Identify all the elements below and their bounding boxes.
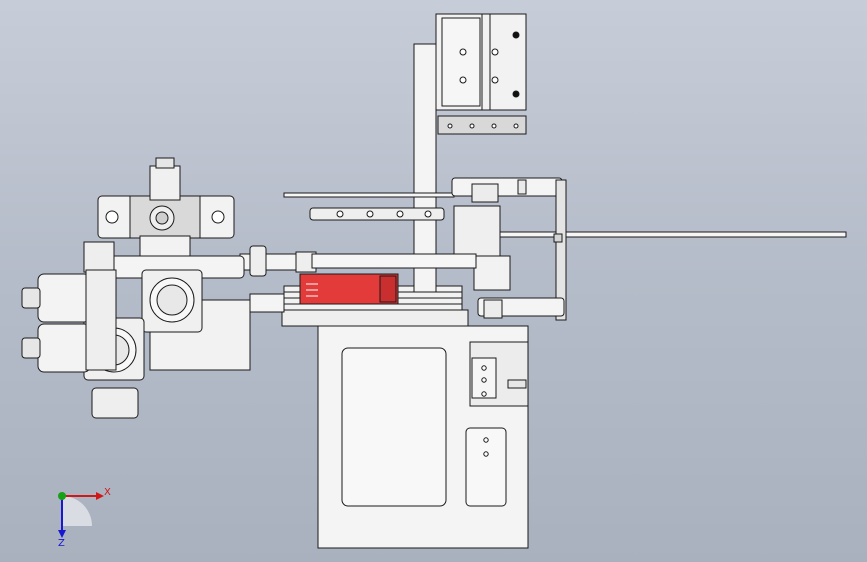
- red-slide-block: [299, 273, 399, 305]
- z-axis-label: Z: [58, 538, 65, 549]
- coordinate-triad: X Z: [58, 487, 111, 549]
- top-cylinder-block: [435, 13, 527, 135]
- side-bracket: [451, 177, 567, 321]
- guide-rods: [283, 192, 847, 238]
- solenoid-valves: [21, 269, 117, 373]
- connecting-tube: [239, 245, 477, 313]
- x-axis-label: X: [104, 487, 111, 498]
- valve-manifold: [83, 157, 251, 371]
- base-frame: [317, 325, 529, 549]
